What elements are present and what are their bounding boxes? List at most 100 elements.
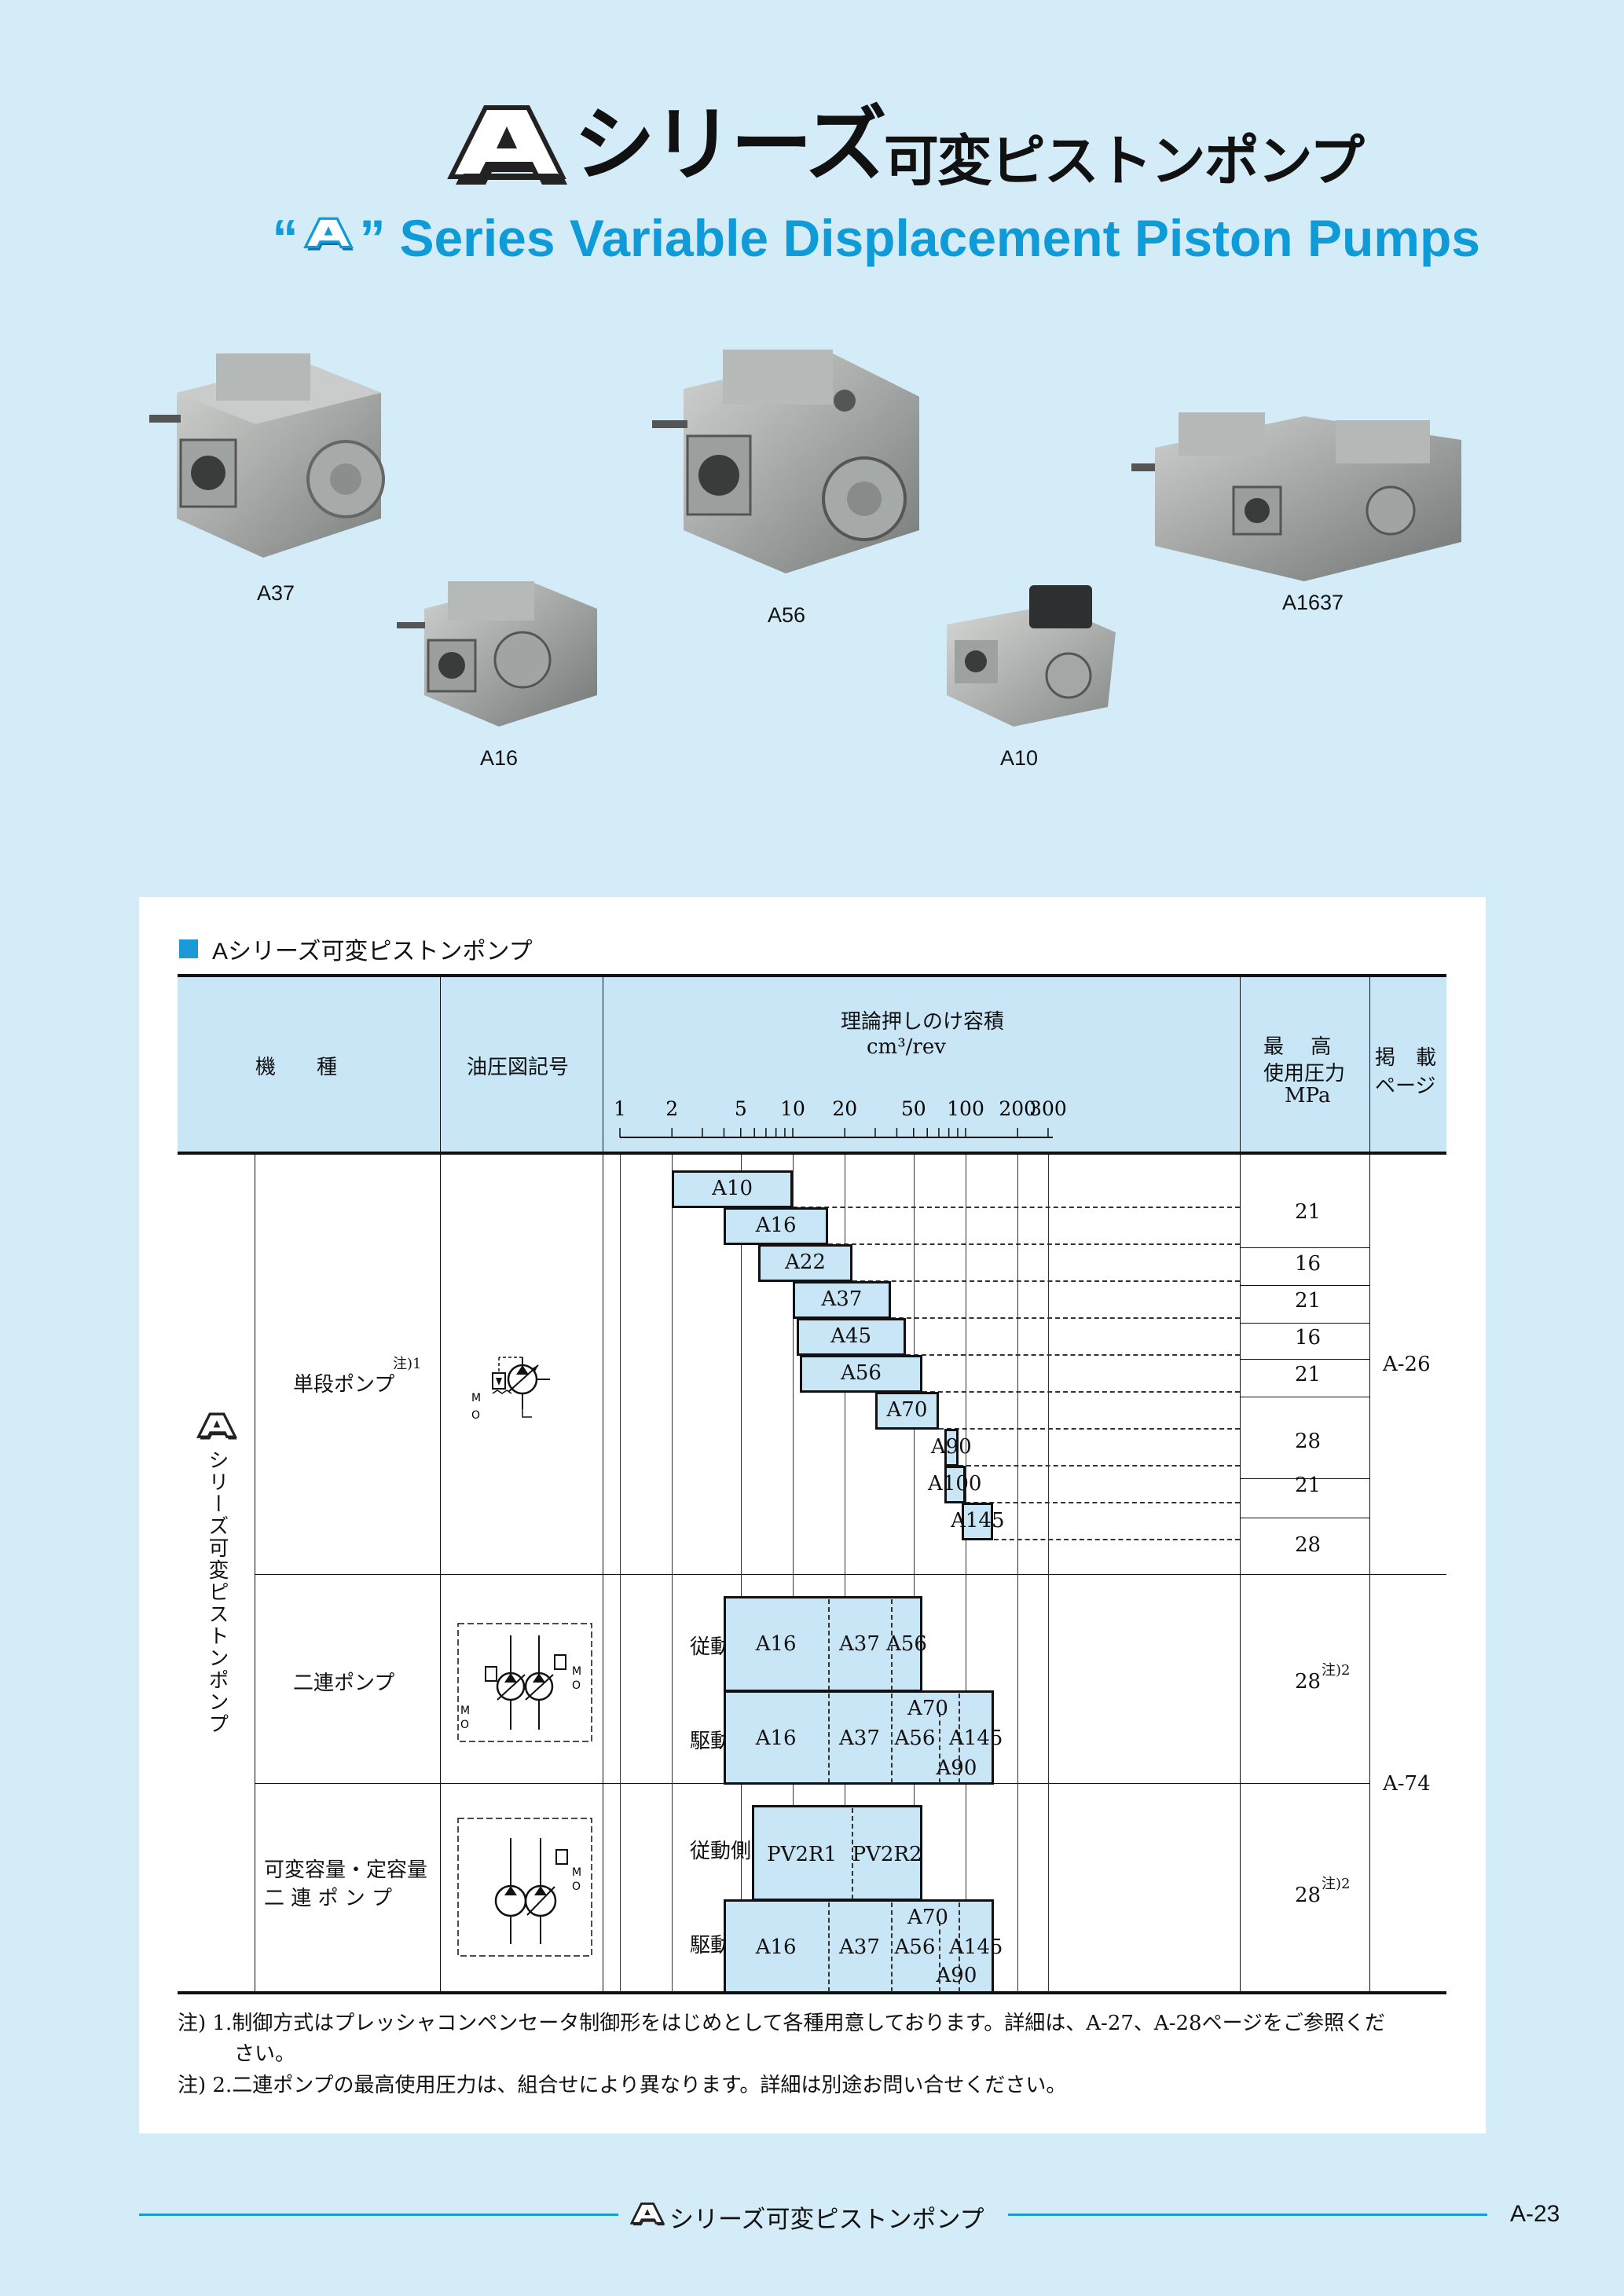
leader-a10: [793, 1207, 1240, 1208]
note-1: 注) 1.制御方式はプレッシャコンペンセータ制御形をはじめとして各種用意しており…: [178, 2007, 1385, 2036]
grid-line: [1017, 1155, 1019, 1992]
bar-a70: [874, 1392, 939, 1430]
svg-text:M: M: [471, 1392, 481, 1404]
bar-label-a145: A145: [951, 1509, 1005, 1532]
header-model: 機 種: [255, 1056, 338, 1079]
note-2-mark: 注) 2.: [178, 2074, 233, 2097]
segment-divider: [827, 1902, 830, 1992]
double-driven-block: [724, 1596, 922, 1692]
pump-label-a1637: A1637: [1282, 591, 1344, 614]
axis-tick-label: 1: [614, 1097, 626, 1120]
double-drive-a37: A37: [839, 1727, 880, 1750]
pump-label-a10: A10: [1000, 746, 1039, 770]
bar-a22: [757, 1244, 853, 1282]
leader-a56: [922, 1391, 1240, 1393]
pressure-a56: 21: [1295, 1363, 1322, 1386]
group1-rule: [255, 1574, 1446, 1575]
combo-drive-a37: A37: [839, 1935, 880, 1959]
bar-a37: [793, 1281, 891, 1319]
close-quote: ”: [359, 209, 386, 267]
pressure-row-rule: [1240, 1285, 1369, 1286]
pump-label-a56: A56: [768, 603, 806, 627]
pressure-a10: 21: [1295, 1200, 1322, 1224]
header-page-2: ページ: [1375, 1075, 1436, 1098]
group-double-pressure-note: 注)2: [1322, 1662, 1351, 1679]
pump-label-a16: A16: [480, 746, 519, 770]
segment-divider: [827, 1599, 830, 1690]
grid-line: [620, 1155, 621, 1992]
pump-photo-a37-icon: [149, 353, 385, 558]
pressure-a100: 21: [1295, 1474, 1322, 1497]
axis-tick-label: 5: [735, 1097, 747, 1120]
pressure-a45: 16: [1295, 1326, 1322, 1349]
bar-a45: [796, 1318, 906, 1356]
pressure-row-rule: [1240, 1323, 1369, 1324]
axis-tick-label: 50: [901, 1097, 926, 1120]
group-double-name: 二連ポンプ: [293, 1672, 395, 1695]
double-pump-symbol-icon: M O M O: [457, 1623, 592, 1742]
axis-tick-label: 200: [999, 1097, 1036, 1120]
grid-line: [740, 1155, 742, 1992]
svg-text:M: M: [460, 1705, 470, 1717]
group-single-note: 注)1: [393, 1356, 422, 1372]
footer-title: シリーズ可変ピストンポンプ: [629, 2199, 984, 2235]
axis-tick-label: 2: [665, 1097, 678, 1120]
segment-divider: [938, 1712, 940, 1783]
a-series-logo-icon: [440, 98, 574, 196]
bar-a145: [962, 1503, 994, 1540]
double-drive-a90: A90: [936, 1756, 977, 1780]
header-displacement: 理論押しのけ容積: [841, 1010, 1005, 1034]
pump-photo-a56-icon: [652, 350, 919, 573]
bar-label-a10: A10: [712, 1177, 753, 1200]
leader-a45: [905, 1354, 1240, 1356]
combo-driven-block: [751, 1805, 922, 1901]
segment-divider: [958, 1902, 960, 1992]
svg-text:O: O: [572, 1880, 581, 1893]
svg-text:O: O: [572, 1679, 581, 1692]
title-jp-rest: 可変ピストンポンプ: [883, 129, 1365, 193]
leader-a16: [827, 1243, 1240, 1245]
bar-a10: [672, 1170, 793, 1208]
col-rule-model: [440, 974, 441, 1992]
segment-divider: [891, 1599, 893, 1690]
a-series-logo-small-icon: [301, 208, 356, 268]
page-ref-a74: A-74: [1383, 1772, 1431, 1796]
header-symbol: 油圧図記号: [467, 1056, 570, 1079]
svg-text:M: M: [572, 1866, 581, 1879]
bar-label-a22: A22: [785, 1251, 826, 1274]
pressure-a145: 28: [1295, 1533, 1322, 1557]
table-top-rule: [178, 974, 1446, 977]
col-rule-pressure: [1369, 974, 1370, 1992]
segment-divider: [827, 1694, 830, 1783]
pressure-a70: 28: [1295, 1430, 1322, 1453]
table-header-rule: [178, 1152, 1446, 1155]
double-driven-a16: A16: [755, 1632, 797, 1656]
bar-a100: [944, 1466, 966, 1503]
leader-a100: [966, 1502, 1240, 1503]
grid-line: [913, 1155, 915, 1992]
page-number: A-23: [1510, 2201, 1560, 2227]
bar-a90: [944, 1429, 959, 1467]
axis-tick-label: 10: [780, 1097, 805, 1120]
double-drive-block: [724, 1690, 994, 1785]
pressure-row-rule: [1240, 1359, 1369, 1360]
note-1-cont: さい。: [234, 2042, 296, 2066]
leader-a90: [958, 1465, 1240, 1467]
note-1-mark: 注) 1.: [178, 2012, 233, 2035]
segment-divider: [852, 1808, 854, 1899]
group-combo-name-1: 可変容量・定容量: [264, 1858, 428, 1882]
bar-label-a45: A45: [830, 1324, 872, 1348]
page-title-jp: シリーズ 可変ピストンポンプ: [440, 79, 1365, 196]
note-2: 注) 2.二連ポンプの最高使用圧力は、組合せにより異なります。詳細は別途お問い合…: [178, 2069, 1066, 2098]
series-logo-small-icon: [195, 1410, 239, 1447]
group-combo-name-2: 二 連 ポ ン プ: [264, 1887, 393, 1910]
footer-title-text: シリーズ可変ピストンポンプ: [669, 2206, 984, 2233]
leader-a70: [938, 1428, 1240, 1430]
grid-line: [793, 1155, 794, 1992]
bar-label-a90: A90: [930, 1435, 972, 1459]
group-combo-pressure-note: 注)2: [1322, 1876, 1351, 1892]
pump-photo-a1637-icon: [1131, 412, 1461, 581]
pressure-row-rule: [1240, 1247, 1369, 1248]
group-combo-driven-label: 従動側: [690, 1840, 752, 1863]
page-ref-a26: A-26: [1383, 1353, 1431, 1376]
